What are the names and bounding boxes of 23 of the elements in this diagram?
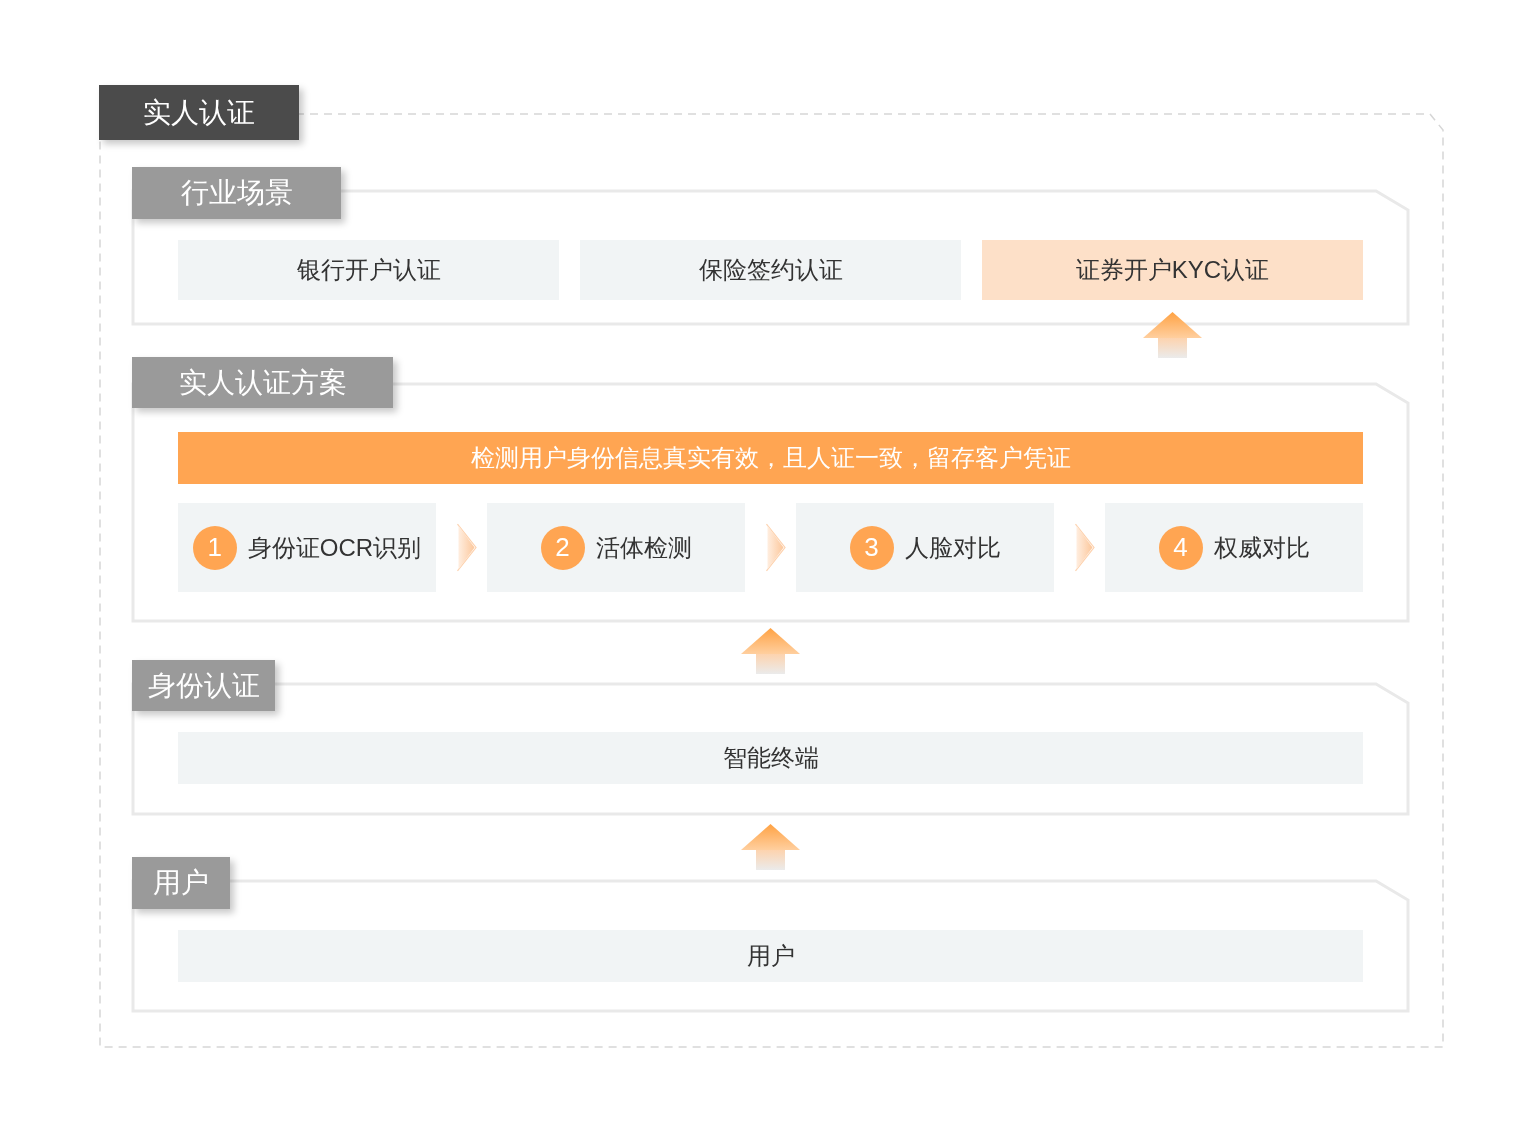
layer-heading: 实人认证方案 [132,357,393,408]
step-number: 4 [1158,525,1203,570]
step-number: 3 [849,525,894,570]
item-box: 银行开户认证 [178,240,559,300]
layer-heading: 行业场景 [132,167,341,219]
highlighted-item-box: 证券开户KYC认证 [982,240,1363,300]
banner: 检测用户身份信息真实有效，且人证一致，留存客户凭证 [178,432,1363,484]
item-box: 智能终端 [178,732,1363,784]
step-label: 权威对比 [1213,532,1310,563]
step-number: 1 [192,525,237,570]
step-card [796,503,1054,592]
step-number: 2 [540,525,585,570]
step-card [178,503,436,592]
step-label: 身份证OCR识别 [247,532,422,563]
item-box: 保险签约认证 [580,240,961,300]
step-label: 活体检测 [595,532,692,563]
section-heading: 实人认证 [99,85,299,140]
step-card [1105,503,1363,592]
step-label: 人脸对比 [904,532,1001,563]
layer-heading: 身份认证 [132,660,275,711]
item-box: 用户 [178,930,1363,982]
layer-heading: 用户 [132,857,230,909]
step-card [487,503,745,592]
